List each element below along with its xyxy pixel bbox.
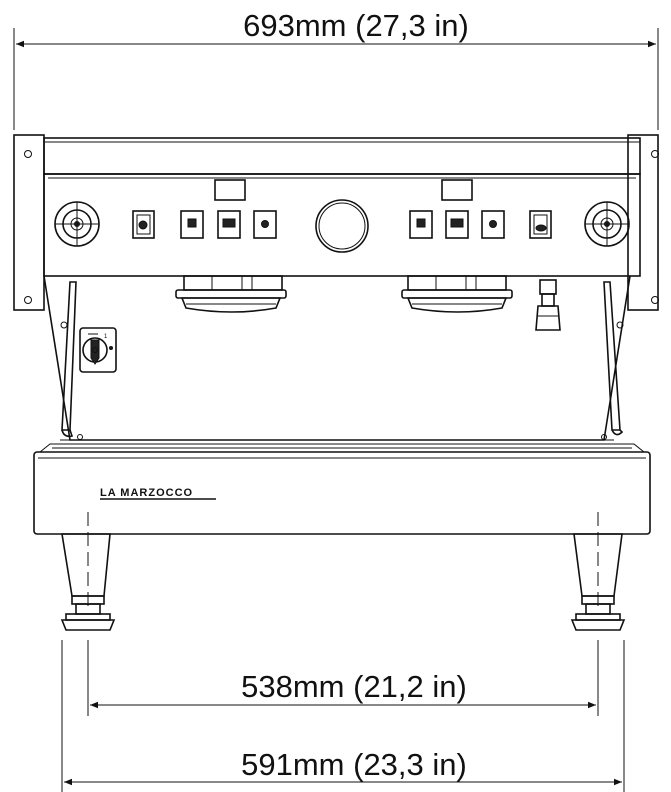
side-brackets xyxy=(13,134,659,311)
right-bracket-screw-top xyxy=(651,150,659,158)
right-group-button-3[interactable] xyxy=(481,210,505,239)
left-bracket-screw-bottom xyxy=(24,296,32,304)
steam-knob-right-icon[interactable] xyxy=(584,201,630,247)
display-right xyxy=(441,179,473,201)
group-head-left xyxy=(175,275,287,313)
overall-width-dimension: 693mm (27,3 in) xyxy=(13,8,659,130)
control-panel-frame xyxy=(43,173,641,277)
drip-grate xyxy=(39,443,645,453)
left-group-button-1[interactable] xyxy=(180,210,204,239)
manual-icon xyxy=(489,220,497,228)
inner-leg-span-label: 538mm (21,2 in) xyxy=(241,669,467,704)
drip-tray-base: LA MARZOCCO xyxy=(33,443,651,535)
steam-knob-left-icon[interactable] xyxy=(54,201,100,247)
right-group-buttons[interactable] xyxy=(409,210,505,239)
double-cup-icon xyxy=(450,218,464,228)
brand-logo: LA MARZOCCO xyxy=(100,487,193,499)
pressure-gauge-icon xyxy=(315,199,369,253)
hot-water-tap xyxy=(535,279,561,331)
right-group-button-1[interactable] xyxy=(409,210,433,239)
inner-leg-span-dimension: 538mm (21,2 in) xyxy=(87,640,599,716)
left-bracket-screw-top xyxy=(24,150,32,158)
hot-water-switch-right[interactable] xyxy=(529,210,552,239)
manual-icon xyxy=(261,220,269,228)
svg-text:1: 1 xyxy=(104,334,108,340)
double-cup-icon xyxy=(222,218,236,228)
left-bracket xyxy=(13,134,45,311)
left-group-button-2[interactable] xyxy=(217,210,241,239)
body-screw-right xyxy=(601,434,607,440)
outer-leg-span-dimension: 591mm (23,3 in) xyxy=(61,640,625,792)
base-frame xyxy=(33,451,651,535)
single-cup-icon xyxy=(416,218,426,228)
outer-leg-span-label: 591mm (23,3 in) xyxy=(241,747,467,782)
machine-top xyxy=(43,137,641,175)
group-head-right xyxy=(401,275,513,313)
single-cup-icon xyxy=(187,218,197,228)
control-panel xyxy=(43,173,641,277)
body-screw-left xyxy=(77,434,83,440)
cup-warmer-tray xyxy=(43,137,641,175)
steam-wand-left xyxy=(60,281,77,438)
overall-width-label: 693mm (27,3 in) xyxy=(243,8,469,43)
right-group-button-2[interactable] xyxy=(445,210,469,239)
right-bracket-screw-bottom xyxy=(651,296,659,304)
left-group-buttons[interactable] xyxy=(180,210,277,239)
machine-body xyxy=(43,275,631,441)
main-power-rotary-switch-icon[interactable]: 1 xyxy=(79,327,117,373)
steam-wand-right xyxy=(603,281,624,436)
display-left xyxy=(214,179,246,201)
right-bracket xyxy=(627,134,659,311)
left-group-button-3[interactable] xyxy=(253,210,277,239)
power-switch-left[interactable] xyxy=(132,210,155,239)
